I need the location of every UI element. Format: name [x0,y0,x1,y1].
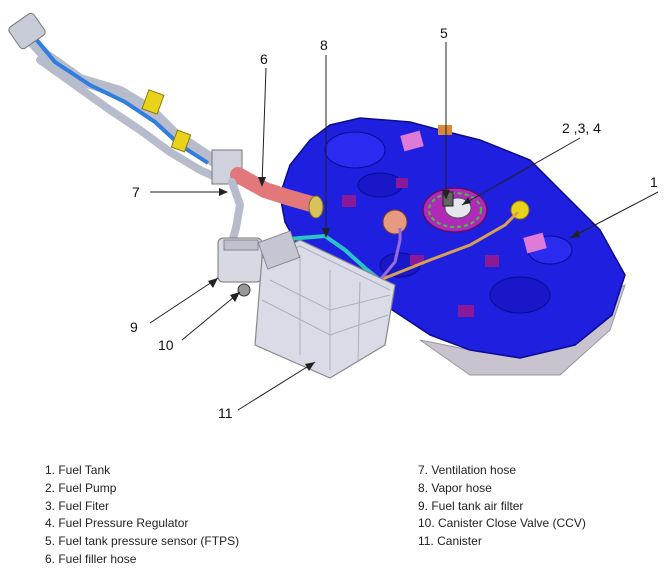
callout-1: 1 [650,174,658,190]
callout-8: 8 [320,37,328,53]
callout-7: 7 [132,184,140,200]
callout-10: 10 [158,337,174,353]
legend-item: 7. Ventilation hose [418,463,517,477]
legend-right-column: 7. Ventilation hose 8. Vapor hose 9. Fue… [418,462,586,551]
tank-bump [324,131,386,169]
legend-item: 1. Fuel Tank [45,463,111,477]
tank-bump [357,172,403,198]
canister-close-valve [237,283,251,297]
callout-9: 9 [130,319,138,335]
legend-item: 2. Fuel Pump [45,480,117,495]
tank-pad [396,178,408,188]
legend-item: 4. Fuel Pressure Regulator [45,516,189,531]
fuel-filler-hose [230,167,323,213]
callout-2-3-4: 2 ,3, 4 [562,120,601,136]
fuel-line [379,210,520,282]
legend-item: 8. Vapor hose [418,480,492,495]
tank-pad [342,195,356,207]
tank-pad [458,305,474,317]
tank-pad [400,130,424,152]
callout-6: 6 [260,51,268,67]
tank-pad [485,255,499,267]
callout-11: 11 [218,405,233,421]
leader-lines [149,42,659,411]
ventilation-hose [228,178,245,246]
hose-clamp [170,129,192,153]
callout-5: 5 [440,25,448,41]
legend-item: 11. Canister [418,534,482,549]
filler-hose-clamp [308,195,324,219]
leader-arrowheads [208,177,580,371]
vapor-hose [279,233,382,282]
legend-item: 3. Fuel Fiter [45,498,110,513]
filler-pipe [16,24,231,174]
legend-left-column: 1. Fuel Tank 2. Fuel Pump 3. Fuel Fiter … [45,462,239,569]
tank-tab [438,125,452,135]
breather-pipe [36,56,226,184]
hose-clamp [141,89,165,115]
canister [254,230,396,379]
fuel-pump-ring [428,192,482,228]
legend-item: 10. Canister Close Valve (CCV) [418,516,586,531]
fuel-system-diagram: 1 2 ,3, 4 5 6 7 8 9 10 11 [8,12,659,421]
vapor-hose-purple [378,228,402,281]
filler-cap [8,12,46,50]
tank-pad [410,255,424,265]
legend-item: 9. Fuel tank air filter [418,498,524,513]
tank-pad [523,232,547,254]
air-filter-top [223,239,259,251]
rollover-valve [382,209,408,235]
legend-item: 6. Fuel filler hose [45,551,137,566]
legend-item: 5. Fuel tank pressure sensor (FTPS) [45,534,240,549]
tank-bump [489,276,551,314]
